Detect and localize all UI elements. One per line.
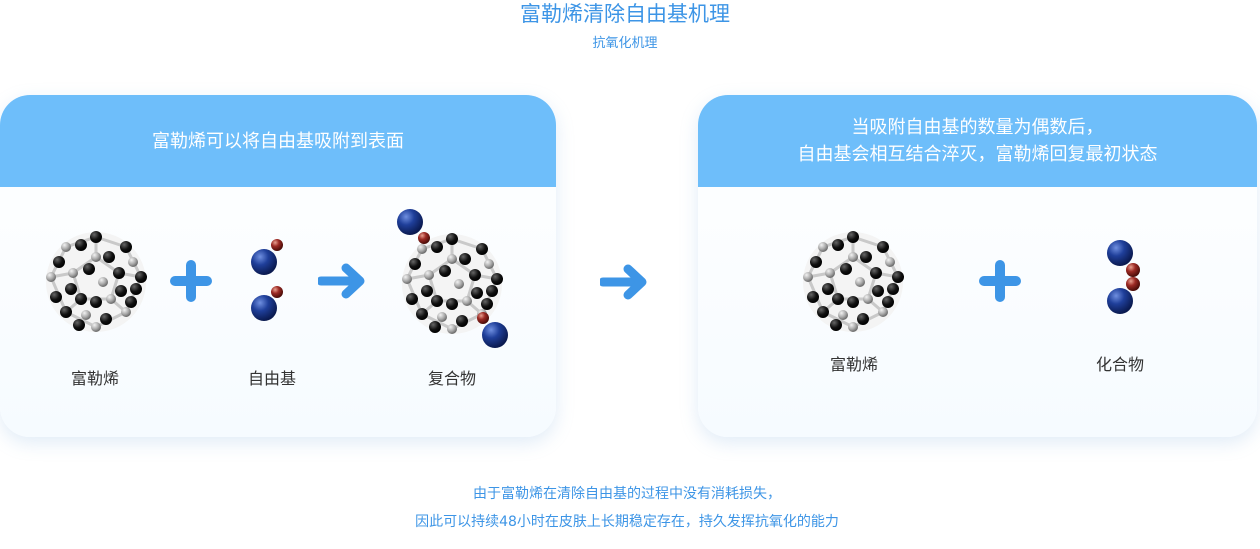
free-radical-icon xyxy=(251,239,283,321)
fullerene-label: 富勒烯 xyxy=(70,369,119,388)
arrow-right-icon xyxy=(318,263,366,301)
plus-icon xyxy=(979,260,1021,302)
quenching-card-header: 当吸附自由基的数量为偶数后， 自由基会相互结合淬灭，富勒烯回复最初状态 xyxy=(698,95,1257,187)
quenching-heading-line: 当吸附自由基的数量为偶数后， xyxy=(851,117,1104,138)
compound-label: 化合物 xyxy=(1095,355,1144,374)
adsorption-card-heading: 富勒烯可以将自由基吸附到表面 xyxy=(152,130,404,152)
footer-line: 因此可以持续48小时在皮肤上长期稳定存在，持久发挥抗氧化的能力 xyxy=(415,514,839,530)
fullerene-molecule-icon xyxy=(44,229,149,334)
quenching-heading-line: 自由基会相互结合淬灭，富勒烯回复最初状态 xyxy=(797,144,1158,165)
page-title: 富勒烯清除自由基机理 xyxy=(520,2,730,26)
adsorption-card: 富勒烯可以将自由基吸附到表面 富勒烯 自由基 复合物 xyxy=(0,95,556,437)
adsorption-card-header: 富勒烯可以将自由基吸附到表面 xyxy=(0,95,556,187)
page-subtitle: 抗氧化机理 xyxy=(592,36,658,51)
footer-line: 由于富勒烯在清除自由基的过程中没有消耗损失， xyxy=(473,486,781,502)
complex-label: 复合物 xyxy=(427,369,476,388)
plus-icon xyxy=(170,260,212,302)
arrow-right-icon xyxy=(600,264,648,302)
fullerene-label: 富勒烯 xyxy=(829,355,878,374)
compound-molecule-icon xyxy=(1107,240,1140,314)
complex-molecule-icon xyxy=(397,209,508,348)
free-radical-label: 自由基 xyxy=(247,369,296,388)
fullerene-molecule-icon xyxy=(801,229,906,334)
quenching-card: 当吸附自由基的数量为偶数后， 自由基会相互结合淬灭，富勒烯回复最初状态 富勒烯 … xyxy=(698,95,1257,437)
